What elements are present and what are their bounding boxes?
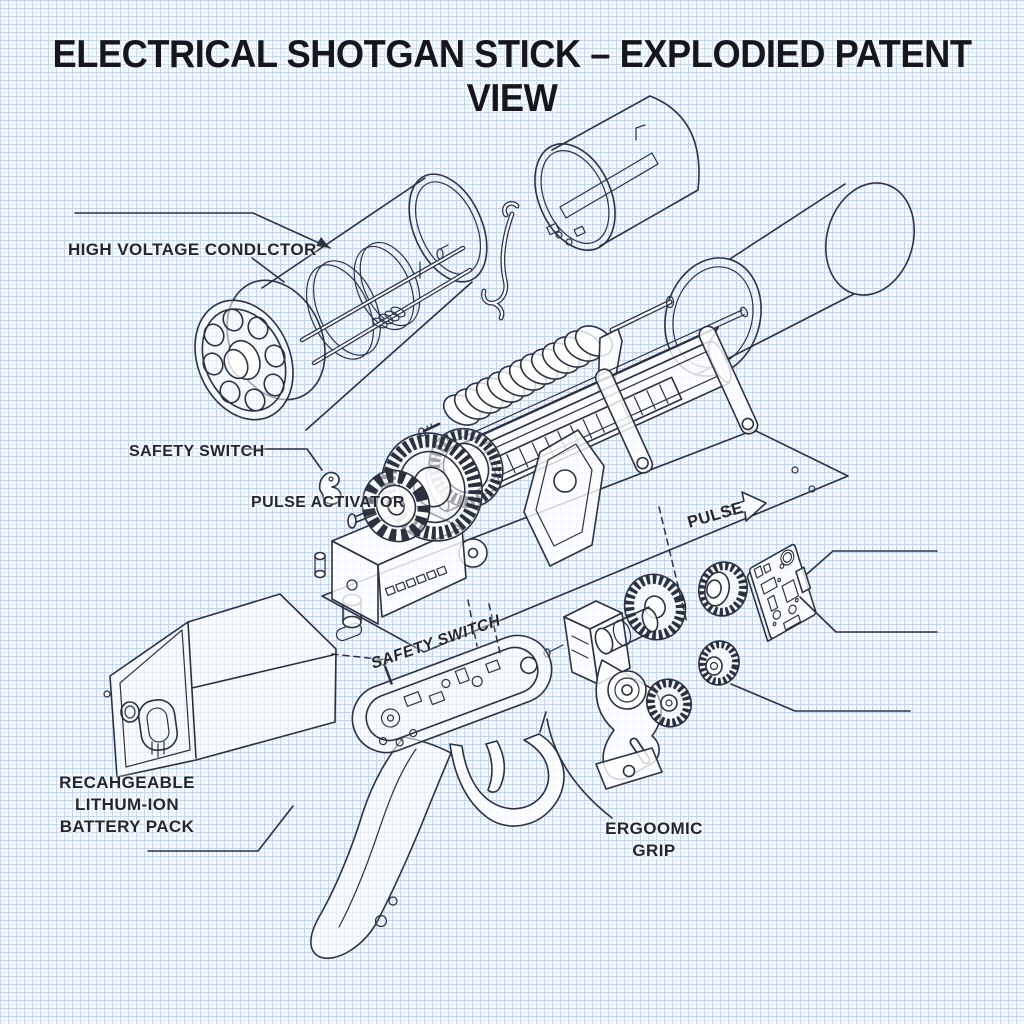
pulse-direction-arrow xyxy=(725,491,767,522)
motor-gearbox-assembly xyxy=(543,573,693,790)
grip-handle xyxy=(310,736,452,959)
support-tower-bracket xyxy=(523,429,605,567)
alignment-dashes xyxy=(331,506,688,662)
leader-right-2 xyxy=(799,596,938,633)
bevel-gear xyxy=(698,561,748,617)
rod-spring-detail xyxy=(372,244,449,329)
label-high-voltage-conductor: HIGH VOLTAGE CONDLCTOR xyxy=(68,240,317,259)
label-pulse-activator: PULSE ACTIVATOR xyxy=(251,494,405,511)
leader-lines xyxy=(74,212,938,852)
dip-switch-row xyxy=(384,565,448,596)
gear-train xyxy=(347,427,504,543)
leader-safety-switch xyxy=(241,448,323,471)
rail-clamp-left xyxy=(594,368,654,474)
label-battery-line3: BATTERY PACK xyxy=(59,817,195,836)
label-grip-line2: GRIP xyxy=(632,841,676,860)
bracket-arm xyxy=(595,659,663,790)
battery-pack xyxy=(103,593,337,778)
label-grip-line1: ERGOOMIC xyxy=(605,819,703,838)
label-ergonomic-grip: ERGOOMIC GRIP xyxy=(593,818,715,862)
electrode-drum-assembly xyxy=(194,173,488,431)
arm-gear xyxy=(645,678,693,728)
leader-high-voltage xyxy=(74,212,331,249)
leader-right-1 xyxy=(806,550,938,575)
electrode-holes xyxy=(202,308,286,412)
trigger-guard xyxy=(449,733,565,827)
leader-grip xyxy=(546,718,613,819)
ergonomic-grip xyxy=(310,634,565,959)
leader-battery xyxy=(147,805,294,852)
floating-screw xyxy=(418,422,441,437)
trigger xyxy=(485,740,506,793)
leader-right-3 xyxy=(730,683,911,712)
coil-spring xyxy=(442,295,675,426)
label-safety-switch-upper: SAFETY SWITCH xyxy=(129,443,265,460)
small-spur-gear xyxy=(698,640,740,686)
safety-switch-clip-part xyxy=(318,471,342,505)
label-battery-pack: RECAHGEABLE LITHUM-ION BATTERY PACK xyxy=(58,772,196,838)
cap-housing xyxy=(534,95,700,252)
page-title: ELECTRICAL SHOTGAN STICK – EXPLODIED PAT… xyxy=(52,33,972,120)
grip-top-flange xyxy=(351,634,553,754)
rail-clamp-right xyxy=(698,325,759,435)
wire-clip-part xyxy=(481,201,520,321)
circuit-board xyxy=(746,543,817,643)
motor-cylinder xyxy=(594,606,659,655)
label-battery-line1: RECAHGEABLE xyxy=(59,773,195,792)
arrowhead xyxy=(316,237,330,248)
gear-front xyxy=(361,469,431,543)
label-battery-line2: LITHUM-ION xyxy=(74,795,180,814)
